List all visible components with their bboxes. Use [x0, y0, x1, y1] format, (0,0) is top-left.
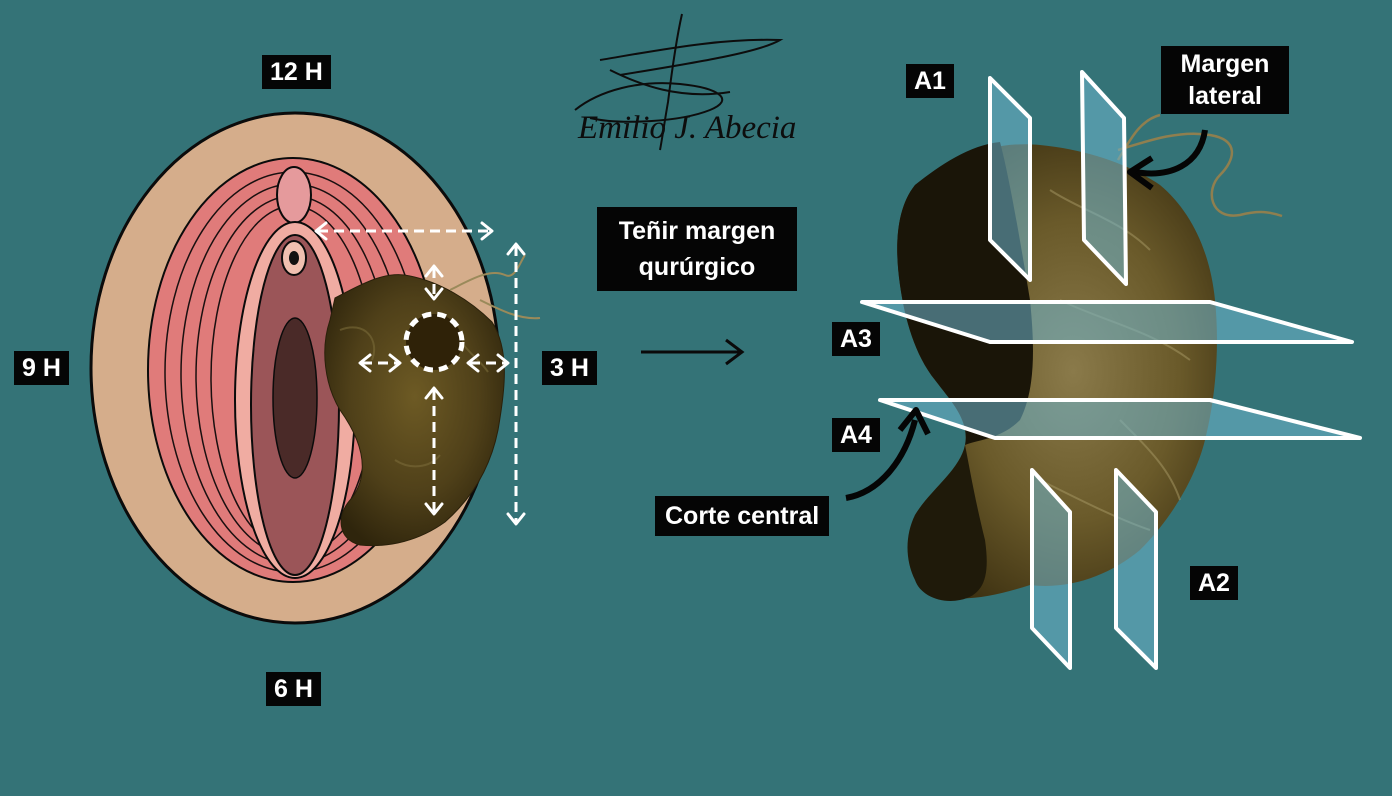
plane-a4: [880, 400, 1360, 438]
section-label-a2: A2: [1190, 566, 1238, 600]
clitoral-hood: [277, 167, 311, 223]
vulva-diagram: [91, 113, 540, 623]
tissue-specimen-small: [325, 275, 505, 546]
step-label-line1: Teñir margen: [609, 213, 785, 249]
callout-lateral-margin: Margen lateral: [1161, 46, 1289, 114]
callout-lateral-margin-line2: lateral: [1173, 80, 1277, 112]
step-label-line2: qurúrgico: [609, 249, 785, 285]
clock-label-12: 12 H: [262, 55, 331, 89]
section-label-a1: A1: [906, 64, 954, 98]
callout-lateral-margin-line1: Margen: [1173, 48, 1277, 80]
urethra-opening: [289, 251, 299, 265]
step-label-ink-margin: Teñir margen qurúrgico: [597, 207, 797, 291]
signature: Emilio J. Abecia: [578, 110, 796, 147]
clock-label-3: 3 H: [542, 351, 597, 385]
vaginal-introitus: [273, 318, 317, 478]
section-label-a3: A3: [832, 322, 880, 356]
section-label-a4: A4: [832, 418, 880, 452]
process-arrow: [641, 340, 742, 364]
clock-label-9: 9 H: [14, 351, 69, 385]
callout-central-cut: Corte central: [655, 496, 829, 536]
specimen-photo: [846, 72, 1360, 668]
lesion-marker: [406, 314, 462, 370]
clock-label-6: 6 H: [266, 672, 321, 706]
